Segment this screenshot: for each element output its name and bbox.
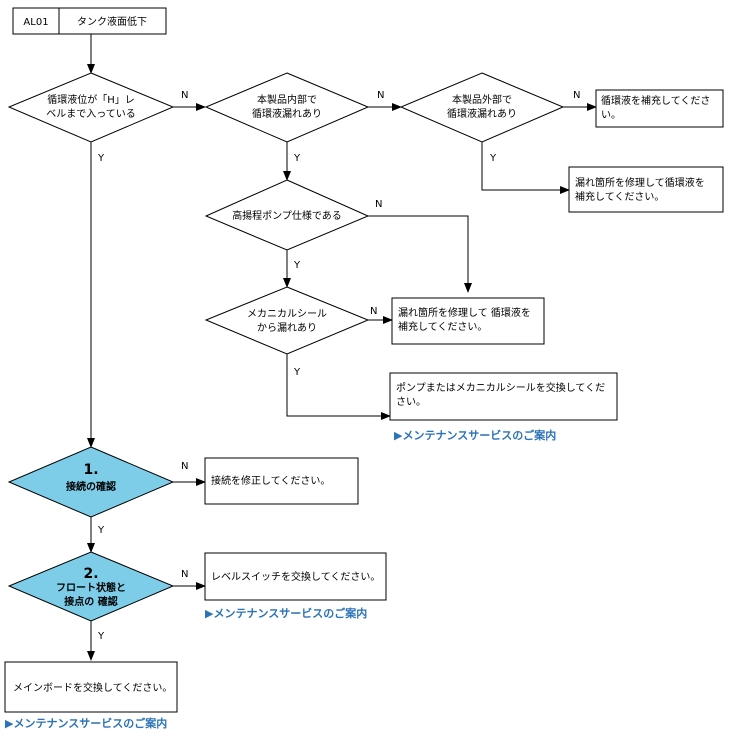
check-number: 2. — [83, 566, 98, 582]
maintenance-service-link[interactable]: ▶メンテナンスサービスのご案内 — [5, 716, 167, 730]
no-label: N — [370, 306, 377, 317]
action-text: レベルスイッチを交換してください。 — [211, 570, 380, 583]
decision-text: 高揚程ポンプ仕様である — [232, 209, 342, 222]
yes-label: Y — [293, 260, 301, 271]
decision-high-head-pump: 高揚程ポンプ仕様である — [204, 179, 370, 251]
decision-text: から漏れあり — [257, 322, 317, 334]
yes-label: Y — [293, 367, 301, 378]
action-fix-connection: 接続を修正してください。 — [204, 457, 359, 505]
decision-external-leak: 本製品外部で 循環液漏れあり — [399, 72, 565, 143]
action-replace-main-board: メインボードを交換してください。 — [4, 661, 178, 713]
decision-text: 循環液漏れあり — [447, 107, 517, 120]
decision-text: 本製品外部で — [452, 93, 512, 106]
action-text: メインボードを交換してください。 — [13, 681, 172, 694]
action-text: ポンプまたはメカニカルシールを交換してくだ — [396, 381, 605, 394]
check-text: フロート状態と — [56, 581, 126, 594]
action-text: 循環液を補充してくださ — [601, 94, 710, 107]
decision-text: 本製品内部で — [257, 93, 317, 106]
yes-label: Y — [489, 153, 497, 164]
alarm-code: AL01 — [23, 17, 48, 28]
action-repair-replenish-internal: 漏れ箇所を修理して 循環液を 補充してください。 — [391, 297, 545, 345]
maintenance-service-link[interactable]: ▶メンテナンスサービスのご案内 — [205, 606, 367, 620]
no-label: N — [375, 199, 382, 210]
action-text: い。 — [601, 110, 621, 121]
alarm-header: AL01 タンク液面低下 — [12, 7, 167, 35]
action-text: 補充してください。 — [398, 320, 487, 333]
yes-label: Y — [97, 631, 105, 642]
yes-label: Y — [97, 525, 105, 536]
decision-text: ベルまで入っている — [46, 108, 136, 120]
alarm-title: タンク液面低下 — [77, 15, 147, 28]
action-text: 接続を修正してください。 — [211, 474, 330, 487]
no-label: N — [377, 90, 384, 101]
action-text: 漏れ箇所を修理して 循環液を — [398, 306, 531, 319]
no-label: N — [573, 90, 580, 101]
action-text: 補充してください。 — [575, 190, 664, 203]
no-label: N — [181, 90, 188, 101]
check-text: 接点の 確認 — [64, 595, 117, 608]
yes-label: Y — [293, 153, 301, 164]
check-1-connection: 1. 接続の確認 — [7, 446, 175, 518]
yes-label: Y — [97, 153, 105, 164]
decision-level-h: 循環液位が「H」レ ベルまで入っている — [7, 72, 175, 143]
action-replace-level-switch: レベルスイッチを交換してください。 — [204, 552, 387, 601]
check-number: 1. — [83, 462, 98, 478]
branch-labels: N N N Y Y Y N Y N Y N Y N Y — [97, 90, 580, 642]
action-replace-pump-seal: ポンプまたはメカニカルシールを交換してくだ さい。 — [389, 372, 618, 421]
action-replenish: 循環液を補充してくださ い。 — [595, 89, 724, 128]
check-text: 接続の確認 — [66, 480, 116, 493]
decision-text: 循環液位が「H」レ — [47, 93, 135, 106]
connectors — [87, 34, 597, 661]
decision-internal-leak: 本製品内部で 循環液漏れあり — [204, 72, 370, 143]
maintenance-service-link[interactable]: ▶メンテナンスサービスのご案内 — [394, 428, 556, 442]
action-text: さい。 — [396, 396, 426, 408]
action-repair-replenish-external: 漏れ箇所を修理して循環液を 補充してください。 — [568, 166, 724, 213]
no-label: N — [181, 569, 188, 580]
no-label: N — [181, 461, 188, 472]
decision-text: 循環液漏れあり — [252, 107, 322, 120]
decision-text: メカニカルシール — [247, 308, 327, 320]
action-text: 漏れ箇所を修理して循環液を — [575, 176, 705, 189]
decision-mech-seal-leak: メカニカルシール から漏れあり — [204, 286, 370, 355]
check-2-float: 2. フロート状態と 接点の 確認 — [7, 551, 175, 622]
